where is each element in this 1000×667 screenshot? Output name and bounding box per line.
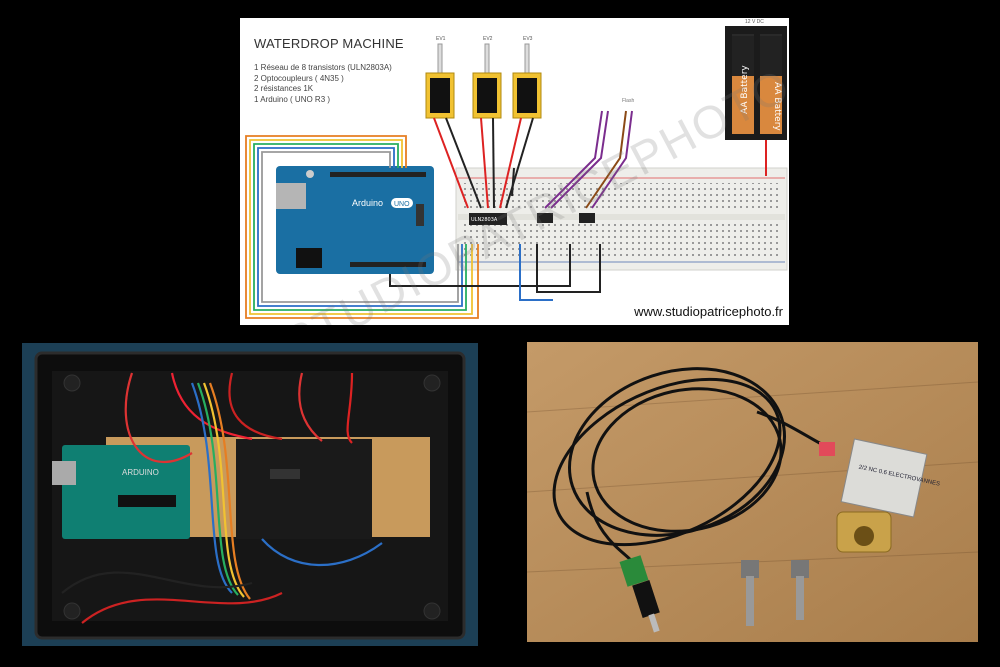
usb-port (276, 183, 306, 209)
part-item: 2 Optocoupleurs ( 4N35 ) (254, 73, 344, 83)
uln2803a-chip (469, 213, 507, 225)
optocoupler-chip (579, 213, 595, 223)
enclosure-photo: ARDUINO (22, 343, 478, 646)
brass-fitting (791, 560, 809, 620)
flash-label: Flash (622, 98, 635, 104)
power-label: 12 V DC (745, 19, 764, 25)
arduino-board (276, 166, 434, 274)
battery-label: AA Battery (740, 65, 750, 114)
parts-list: 1 Réseau de 8 transistors (ULN2803A) 2 O… (254, 63, 392, 105)
part-item: 1 Réseau de 8 transistors (ULN2803A) (254, 63, 392, 72)
power-jack (296, 248, 322, 268)
part-item: 1 Arduino ( UNO R3 ) (254, 94, 331, 104)
optocoupler-chip (537, 213, 553, 223)
breadboard-holes (462, 183, 782, 257)
battery-label: AA Battery (772, 82, 782, 131)
arduino-board-photo (62, 445, 190, 539)
uno-label: UNO (394, 201, 410, 208)
battery-pack: AA Battery AA Battery (725, 26, 787, 140)
rca-plug (619, 555, 660, 633)
valve-label-ev1: EV1 (436, 36, 446, 42)
valve-label-ev2: EV2 (483, 36, 493, 42)
schematic-title: WATERDROP MACHINE (254, 36, 404, 51)
perfboard (236, 439, 372, 539)
schematic-panel: WATERDROP MACHINE 1 Réseau de 8 transist… (240, 18, 789, 325)
valve-ev1 (425, 43, 455, 119)
arduino-label: Arduino (352, 198, 383, 208)
schematic-drawing: Arduino UNO AA Battery (245, 26, 788, 319)
board-label: ARDUINO (122, 468, 159, 477)
website-url: www.studiopatricephoto.fr (634, 304, 783, 319)
chip-label: ULN2803A (471, 217, 498, 223)
valve-photo: 2/2 NC 0.6 ELECTROVANNES (527, 342, 978, 642)
solenoid-valve: 2/2 NC 0.6 ELECTROVANNES (819, 438, 940, 553)
brass-fitting (741, 560, 759, 626)
valve-label-ev3: EV3 (523, 36, 533, 42)
valve-drawing: 2/2 NC 0.6 ELECTROVANNES (527, 342, 978, 642)
enclosure-drawing: ARDUINO (22, 343, 478, 646)
valve-ev2 (472, 43, 502, 119)
part-item: 2 résistances 1K (254, 84, 314, 93)
valve-ev3 (512, 43, 542, 119)
